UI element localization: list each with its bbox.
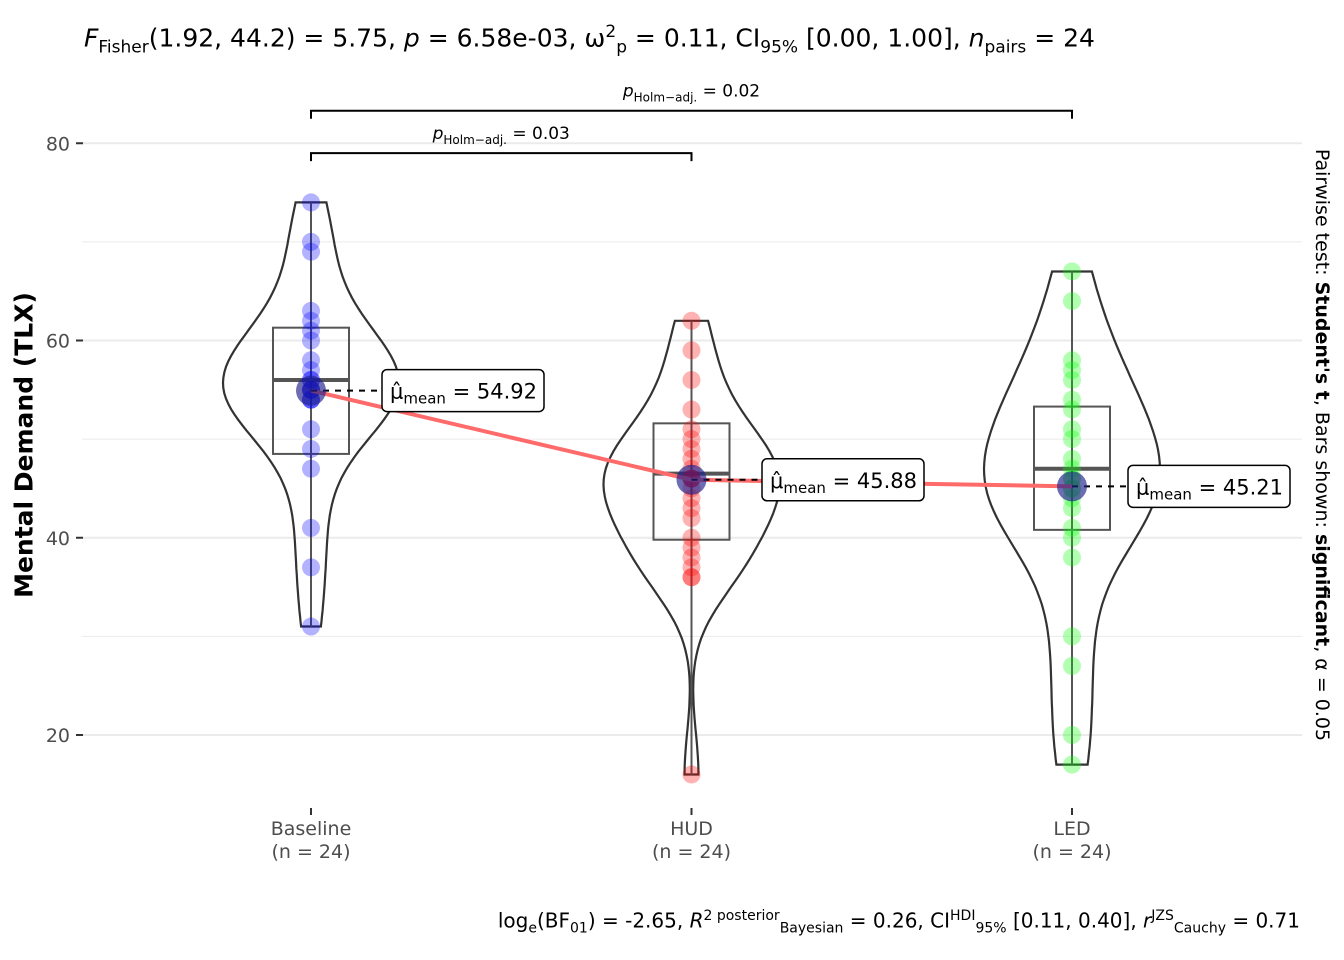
- data-point: [302, 439, 320, 458]
- data-point: [682, 568, 701, 587]
- data-point: [1063, 292, 1081, 311]
- mean-label-text: μ̂mean = 45.88: [770, 469, 917, 497]
- y-tick-label: 80: [46, 133, 70, 155]
- data-point: [302, 420, 320, 439]
- data-point: [1063, 361, 1081, 380]
- mean-point-baseline: [296, 375, 326, 406]
- mean-point-led: [1057, 471, 1087, 502]
- data-point: [1063, 499, 1081, 518]
- data-point: [302, 558, 320, 577]
- data-point: [1063, 430, 1081, 449]
- data-point: [302, 311, 320, 330]
- data-point: [302, 617, 320, 636]
- data-point: [682, 558, 701, 577]
- data-point: [682, 538, 701, 557]
- data-point: [1063, 528, 1081, 547]
- comparison-bracket: [310, 152, 693, 162]
- x-tick-n-label: (n = 24): [271, 841, 350, 863]
- comparison-label: pHolm−adj. = 0.02: [622, 82, 760, 105]
- subtitle-statistics: FFisher(1.92, 44.2) = 5.75, p = 6.58e-03…: [84, 22, 1095, 58]
- data-point: [682, 439, 701, 458]
- mean-label-box: [381, 368, 545, 413]
- data-point: [682, 449, 701, 468]
- mean-label-text: μ̂mean = 45.21: [1136, 475, 1283, 503]
- data-point: [302, 301, 320, 320]
- x-tick-label: HUD: [670, 818, 713, 840]
- data-point: [302, 351, 320, 370]
- data-point: [302, 459, 320, 478]
- x-tick-label: LED: [1053, 818, 1090, 840]
- x-tick-n-label: (n = 24): [652, 841, 731, 863]
- data-point: [1063, 449, 1081, 468]
- data-point: [302, 518, 320, 537]
- mean-label-box: [1127, 464, 1291, 509]
- data-point: [682, 430, 701, 449]
- data-point: [1063, 370, 1081, 389]
- data-point: [302, 232, 320, 251]
- mean-label-text: μ̂mean = 54.92: [390, 380, 537, 408]
- data-point: [1063, 420, 1081, 439]
- mean-point-hud: [676, 464, 707, 495]
- caption-bayes-statistics: loge(BF01) = -2.65, R2 posteriorBayesian…: [497, 908, 1300, 937]
- data-point: [1063, 548, 1081, 567]
- violin-led: [982, 270, 1162, 766]
- data-point: [1063, 755, 1081, 774]
- data-point: [682, 420, 701, 439]
- data-point: [682, 341, 701, 360]
- pairwise-test-note: Pairwise test: Student's t, Bars shown: …: [1311, 148, 1333, 742]
- data-point: [682, 568, 701, 587]
- data-point: [1063, 726, 1081, 744]
- data-point: [1063, 400, 1081, 419]
- mean-label-box: [761, 458, 925, 502]
- comparison-bracket: [310, 109, 1073, 119]
- data-point: [1063, 390, 1081, 409]
- y-tick-label: 60: [46, 331, 70, 353]
- y-axis-label: Mental Demand (TLX): [9, 292, 39, 598]
- violin-baseline: [221, 201, 401, 628]
- data-point: [682, 400, 701, 419]
- data-point: [682, 528, 701, 547]
- data-point: [1063, 627, 1081, 646]
- data-point: [682, 548, 701, 567]
- data-point: [682, 370, 701, 389]
- y-tick-label: 40: [46, 528, 70, 550]
- data-point: [1063, 656, 1081, 675]
- data-point: [682, 311, 701, 330]
- data-point: [1063, 351, 1081, 370]
- data-point: [682, 499, 701, 518]
- data-point: [682, 765, 701, 784]
- data-point: [1063, 518, 1081, 537]
- violin-hud: [602, 319, 781, 776]
- x-tick-n-label: (n = 24): [1032, 841, 1111, 863]
- comparison-label: pHolm−adj. = 0.03: [432, 124, 570, 147]
- y-tick-label: 20: [46, 725, 70, 747]
- data-point: [302, 321, 320, 340]
- x-tick-label: Baseline: [271, 818, 352, 840]
- data-point: [1063, 262, 1081, 281]
- data-point: [302, 242, 320, 261]
- data-point: [302, 331, 320, 350]
- data-point: [302, 361, 320, 380]
- data-point: [682, 509, 701, 528]
- data-point: [302, 193, 320, 212]
